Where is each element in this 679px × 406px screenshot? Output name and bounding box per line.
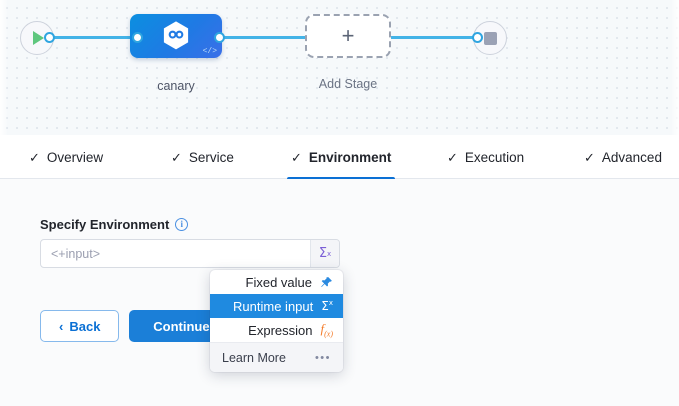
connector-start-to-canary [48, 36, 140, 39]
back-button[interactable]: ‹ Back [40, 310, 120, 342]
tab-advanced[interactable]: ✓ Advanced [580, 135, 666, 179]
stage-node-label-canary: canary [157, 79, 195, 93]
pin-icon [321, 276, 332, 287]
specify-environment-input-wrap[interactable]: Σx [40, 239, 340, 268]
port-end-input[interactable] [472, 32, 483, 43]
canvas-right-fade [671, 0, 679, 135]
tab-execution[interactable]: ✓ Execution [443, 135, 528, 179]
info-icon[interactable]: i [175, 218, 189, 231]
connector-canary-to-addstage [218, 36, 308, 39]
stage-code-icon: </> [202, 47, 217, 56]
port-canary-input[interactable] [132, 32, 143, 43]
specify-environment-input[interactable] [41, 240, 310, 267]
connector-addstage-to-end [390, 36, 478, 39]
chevron-left-icon: ‹ [59, 318, 64, 334]
sigma-glyph: Σ [318, 246, 328, 261]
check-icon: ✓ [584, 149, 595, 165]
add-stage-label: Add Stage [318, 77, 378, 91]
dropdown-item-runtime-input-label: Runtime input [233, 298, 314, 314]
dropdown-item-fixed-value-label: Fixed value [245, 274, 312, 290]
check-icon: ✓ [291, 149, 302, 165]
tab-execution-label: Execution [464, 149, 525, 165]
continue-button-label: Continue [153, 318, 210, 334]
check-icon: ✓ [447, 149, 458, 165]
dropdown-learn-more[interactable]: Learn More ••• [210, 342, 343, 372]
value-type-dropdown[interactable]: Fixed value Runtime input Σx Expression … [210, 270, 343, 372]
specify-environment-label-row: Specify Environment i [40, 217, 189, 232]
stop-icon [483, 31, 497, 45]
back-button-label: Back [69, 318, 101, 334]
fx-icon: f(x) [320, 320, 333, 339]
check-icon: ✓ [171, 149, 182, 165]
dropdown-item-expression[interactable]: Expression f(x) [210, 318, 343, 342]
harness-hexagon-icon [163, 21, 189, 50]
tab-environment[interactable]: ✓ Environment [287, 135, 396, 180]
dropdown-item-expression-label: Expression [248, 322, 313, 338]
tab-environment-label: Environment [308, 149, 392, 165]
learn-more-label: Learn More [222, 350, 286, 365]
tab-overview-label: Overview [46, 149, 104, 165]
dropdown-item-runtime-input[interactable]: Runtime input Σx [210, 294, 343, 318]
stage-tab-bar: ✓ Overview ✓ Service ✓ Environment ✓ Exe… [0, 135, 679, 180]
tab-advanced-label: Advanced [601, 149, 662, 165]
tab-service[interactable]: ✓ Service [167, 135, 238, 179]
stage-node-canary[interactable]: </> [130, 14, 222, 58]
plus-icon: + [341, 23, 355, 48]
more-options-icon[interactable]: ••• [314, 351, 331, 364]
play-icon [33, 31, 44, 45]
check-icon: ✓ [29, 149, 40, 165]
port-canary-output[interactable] [214, 32, 225, 43]
specify-environment-label: Specify Environment [40, 217, 170, 232]
form-actions: ‹ Back Continue [40, 310, 234, 342]
tab-service-label: Service [188, 149, 234, 165]
port-start-output[interactable] [44, 32, 55, 43]
tab-overview[interactable]: ✓ Overview [25, 135, 107, 179]
pipeline-canvas[interactable]: </> canary + Add Stage [0, 0, 679, 135]
canvas-left-fade [0, 0, 8, 135]
dropdown-item-fixed-value[interactable]: Fixed value [210, 270, 343, 294]
add-stage-button[interactable]: + [305, 14, 391, 58]
sigma-superscript: x [327, 249, 332, 258]
sigma-icon: Σx [321, 299, 333, 313]
